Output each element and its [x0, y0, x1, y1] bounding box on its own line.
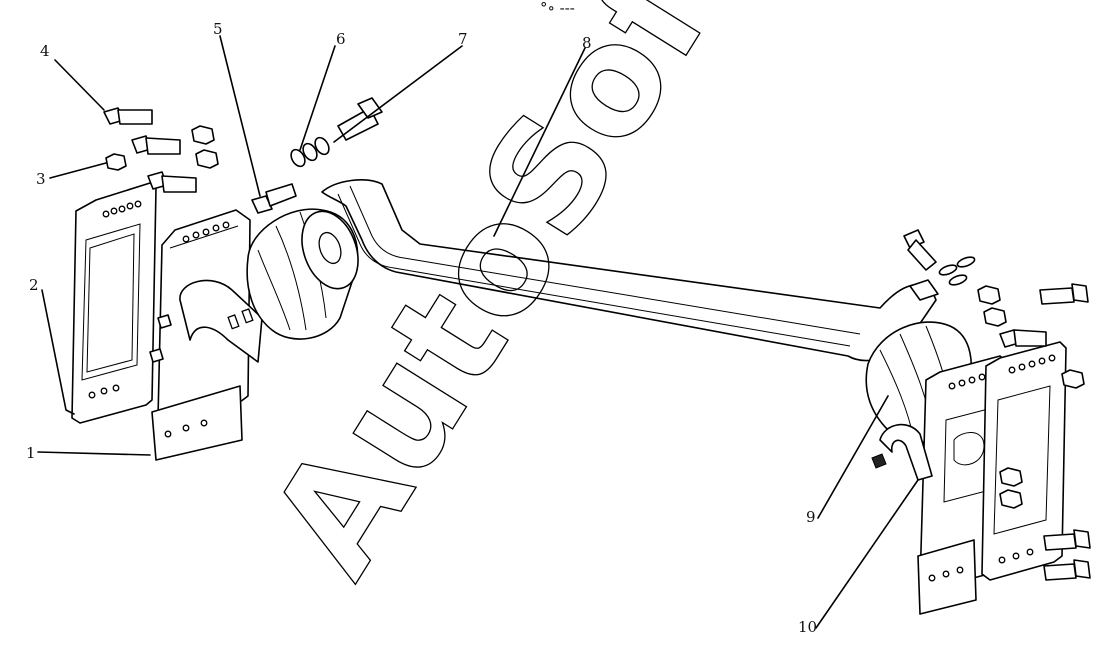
bolt-left-mid: [131, 135, 181, 155]
left-outer-plate: [71, 182, 157, 424]
callout-2: 2: [29, 276, 39, 294]
nut-left-b: [195, 149, 219, 169]
nut-3: [105, 153, 127, 171]
bolt-5: [251, 183, 297, 214]
callout-labels: 4 3 2 1 5 6 7 8 9 10: [26, 20, 817, 636]
nuts-right-top: [977, 285, 1007, 327]
nuts-right-center: [999, 467, 1023, 509]
callout-8: 8: [582, 34, 592, 52]
callout-1: 1: [26, 444, 36, 462]
bolt-right-far: [1039, 283, 1089, 305]
bolt-left-low: [147, 171, 197, 193]
callout-6: 6: [336, 30, 346, 48]
bolt-right-top: [903, 229, 937, 271]
leader-lines: [37, 35, 919, 629]
callout-3: 3: [36, 170, 46, 188]
washers-right: [938, 256, 976, 286]
bolts-right-bottom: [1043, 529, 1091, 581]
callout-4: 4: [40, 42, 50, 60]
callout-9: 9: [806, 508, 816, 526]
callout-7: 7: [458, 30, 468, 48]
callout-10: 10: [798, 618, 817, 636]
nut-left-a: [191, 125, 215, 145]
bolt-right-mid: [999, 329, 1047, 348]
washers-6: [290, 136, 330, 168]
right-outer-plate: [981, 341, 1067, 581]
header-mark: °∘ ---: [540, 0, 575, 17]
left-bushing: [246, 208, 359, 340]
callout-5: 5: [213, 20, 223, 38]
nut-right-side: [1061, 369, 1085, 389]
bolt-4: [103, 107, 153, 125]
left-inner-bracket: [149, 209, 263, 461]
